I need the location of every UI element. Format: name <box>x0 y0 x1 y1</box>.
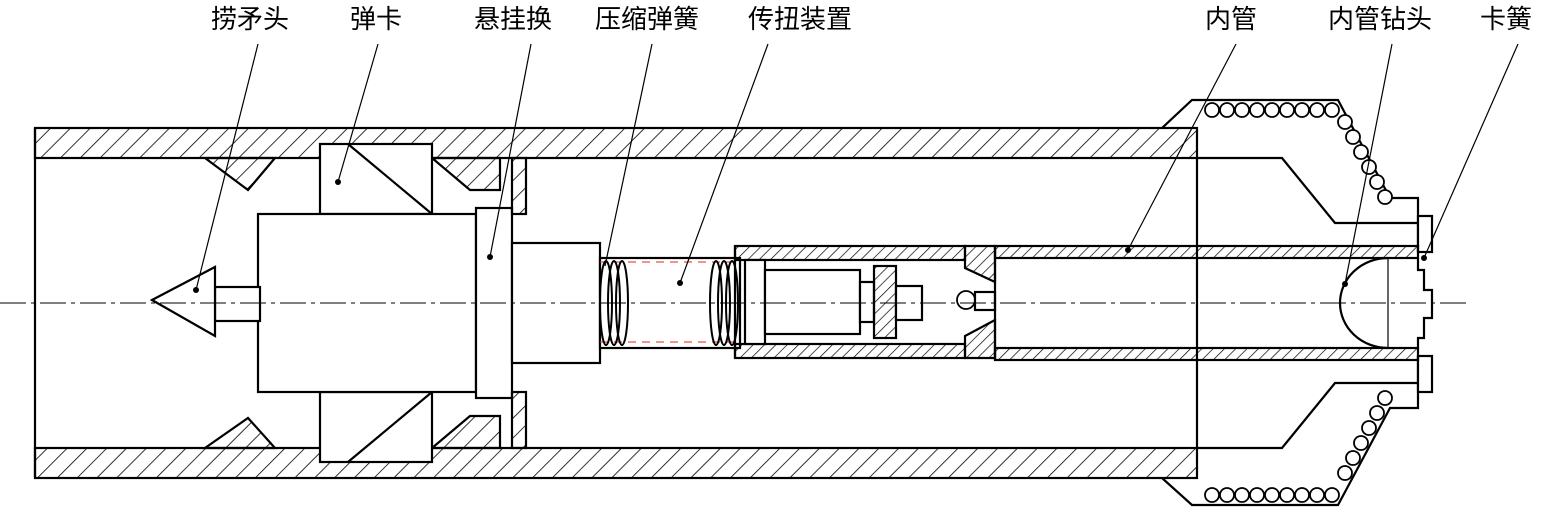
diamond-ball <box>1204 102 1220 118</box>
diamond-ball <box>1309 102 1325 118</box>
outer-bit-crown <box>1161 98 1434 507</box>
diamond-ball <box>1369 405 1385 421</box>
torque-device <box>733 244 997 360</box>
diamond-ball <box>1345 450 1361 466</box>
diamond-ball <box>1377 390 1393 406</box>
diamond-ball <box>1369 174 1385 190</box>
label-torque-device: 传扭装置 <box>748 5 852 35</box>
diamond-ball <box>1353 144 1369 160</box>
diamond-ball <box>1264 102 1280 118</box>
diamond-ball <box>1234 102 1250 118</box>
diamond-ball <box>1353 435 1369 451</box>
diamond-ball <box>1337 465 1353 481</box>
diamond-ball <box>1324 102 1340 118</box>
label-collet-spring: 卡簧 <box>1480 5 1532 35</box>
diamond-ball <box>1234 487 1250 503</box>
label-inner-tube-bit: 内管钻头 <box>1328 5 1432 35</box>
diamond-ball-row-top <box>1204 102 1393 205</box>
diamond-ball <box>1219 487 1235 503</box>
diamond-ball <box>1294 102 1310 118</box>
diamond-ball <box>1249 487 1265 503</box>
diamond-ball <box>1337 114 1353 130</box>
diamond-ball <box>1294 487 1310 503</box>
diamond-ball <box>1279 102 1295 118</box>
label-spring-catch: 弹卡 <box>350 5 402 35</box>
diamond-ball <box>1204 487 1220 503</box>
label-hanger-swap: 悬挂换 <box>474 5 552 35</box>
diamond-ball <box>1279 487 1295 503</box>
diamond-ball <box>1361 420 1377 436</box>
outer-tube <box>33 126 1199 480</box>
diamond-ball <box>1345 129 1361 145</box>
diamond-ball <box>1377 189 1393 205</box>
leader-lines <box>195 43 1519 291</box>
label-compression-spring: 压缩弹簧 <box>595 5 699 35</box>
diamond-ball-row-bottom <box>1204 390 1393 503</box>
leader-dots <box>193 179 1427 293</box>
diamond-ball <box>1324 487 1340 503</box>
label-spear-head: 捞矛头 <box>211 5 289 35</box>
diamond-ball <box>1309 487 1325 503</box>
diamond-ball <box>1219 102 1235 118</box>
diamond-ball <box>1249 102 1265 118</box>
diamond-ball <box>1264 487 1280 503</box>
label-inner-tube: 内管 <box>1205 5 1257 35</box>
